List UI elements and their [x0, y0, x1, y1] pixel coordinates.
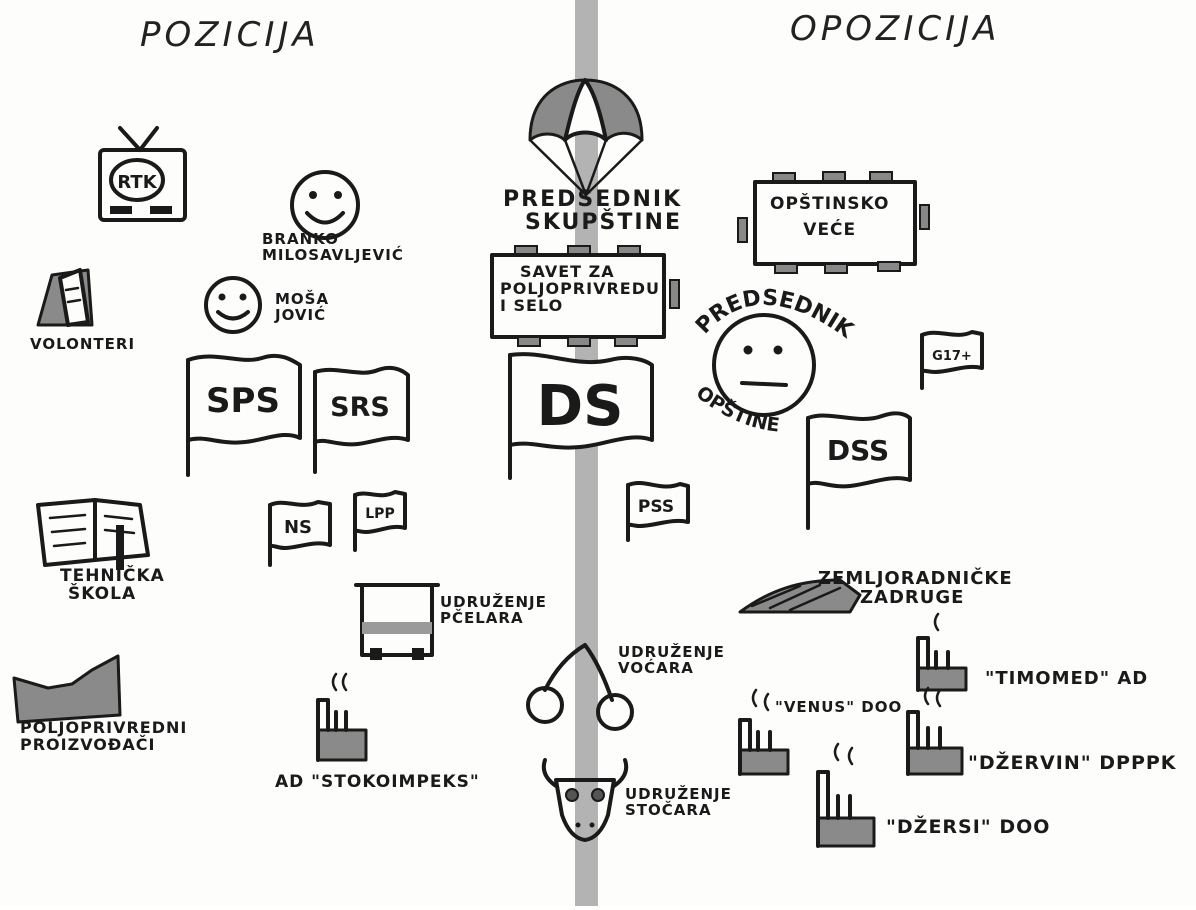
- field-icon: [738, 578, 862, 614]
- savet-line-1: SAVET ZA: [520, 262, 615, 281]
- dzervin-label: "DŽERVIN" DPPPK: [968, 752, 1177, 774]
- proizvodjaci-line-2: PROIZVOĐAČI: [20, 734, 156, 754]
- branko-line-2: MILOSAVLJEVIĆ: [262, 245, 404, 264]
- center-divider: [575, 0, 598, 906]
- factory-icon: [316, 672, 368, 762]
- bull-head-icon: [541, 758, 629, 842]
- venus-label: "VENUS" DOO: [775, 698, 903, 716]
- volonteri-label: VOLONTERI: [30, 335, 136, 353]
- flag-pss-label: PSS: [638, 497, 674, 517]
- proizvodjaci-label: POLJOPRIVREDNI PROIZVOĐAČI: [20, 718, 188, 754]
- predsednik-skupstine-line-2: SKUPŠTINE: [525, 210, 682, 236]
- dzersi-label: "DŽERSI" DOO: [886, 816, 1051, 838]
- timomed-label: "TIMOMED" AD: [985, 668, 1149, 689]
- tehnicka-skola-label: TEHNIČKA ŠKOLA: [60, 566, 165, 604]
- vocari-label: UDRUŽENJE VOĆARA: [618, 643, 725, 677]
- flag-icon: [626, 481, 690, 542]
- conference-table-icon: [737, 171, 930, 274]
- flag-icon: [806, 411, 912, 530]
- heading-pozicija: POZICIJA: [140, 15, 320, 55]
- mosa-line-1: MOŠA: [275, 290, 330, 308]
- savet-label: SAVET ZA POLJOPRIVREDU I SELO: [500, 262, 660, 315]
- neutral-face-icon: [712, 313, 816, 417]
- branko-name: BRANKO MILOSAVLJEVIĆ: [262, 230, 404, 264]
- field-icon: [12, 654, 122, 724]
- flag-lpp-label: LPP: [365, 506, 394, 522]
- beehive-icon: [354, 583, 440, 660]
- mosa-name: MOŠA JOVIĆ: [275, 290, 330, 324]
- flag-sps-label: SPS: [206, 381, 280, 421]
- flag-icon: [186, 353, 302, 477]
- heading-opozicija: OPOZICIJA: [790, 9, 1001, 49]
- flag-icon: [508, 352, 654, 480]
- savet-line-3: I SELO: [500, 295, 564, 315]
- branko-line-1: BRANKO: [262, 230, 339, 248]
- vocari-line-1: UDRUŽENJE: [618, 643, 725, 661]
- mosa-line-2: JOVIĆ: [275, 305, 327, 324]
- flag-icon: [920, 330, 984, 390]
- tehnicka-line-2: ŠKOLA: [68, 583, 137, 604]
- predsednik-skupstine-line-1: PREDSEDNIK: [503, 187, 683, 212]
- flag-icon: [268, 500, 332, 567]
- zadruge-line-2: ZADRUGE: [860, 586, 965, 608]
- flag-g17-label: G17+: [932, 349, 972, 364]
- opstinsko-vece-label: OPŠTINSKO VEĆE: [770, 194, 890, 240]
- flag-icon: [313, 365, 410, 474]
- open-book-icon: [36, 498, 150, 570]
- savet-line-2: POLJOPRIVREDU: [500, 278, 660, 298]
- factory-icon: [816, 742, 876, 848]
- vocari-line-2: VOĆARA: [618, 658, 694, 677]
- stocari-label: UDRUŽENJE STOČARA: [625, 785, 732, 819]
- opstine-arc-label: OPŠTINE: [692, 382, 781, 437]
- zadruge-line-1: ZEMLJORADNIČKE: [818, 568, 1013, 589]
- pcelari-label: UDRUŽENJE PČELARA: [440, 593, 547, 627]
- factory-icon: [738, 688, 790, 776]
- flag-ns-label: NS: [284, 517, 312, 538]
- flag-dss-label: DSS: [827, 434, 889, 467]
- factory-icon: [916, 612, 968, 692]
- stokoimpeks-label: AD "STOKOIMPEKS": [275, 772, 480, 792]
- opstinsko-vece-line-2: VEĆE: [803, 219, 857, 240]
- rtk-label: RTK: [117, 172, 157, 193]
- parachute-icon: [528, 78, 644, 197]
- flag-icon: [353, 490, 407, 552]
- cherries-icon: [526, 643, 634, 731]
- smiley-face-icon: [290, 170, 360, 240]
- pcelari-line-2: PČELARA: [440, 608, 524, 627]
- flag-srs-label: SRS: [330, 392, 390, 423]
- tv-icon: [98, 126, 187, 222]
- predsednik-skupstine-label: PREDSEDNIK SKUPŠTINE: [503, 188, 682, 234]
- stocari-line-1: UDRUŽENJE: [625, 785, 732, 803]
- stocari-line-2: STOČARA: [625, 800, 712, 819]
- zadruge-label: ZEMLJORADNIČKE ZADRUGE: [818, 568, 1013, 608]
- volunteer-banner-icon: [36, 268, 94, 327]
- flag-ds-label: DS: [537, 374, 624, 439]
- proizvodjaci-line-1: POLJOPRIVREDNI: [20, 718, 188, 737]
- opstinsko-vece-line-1: OPŠTINSKO: [770, 194, 890, 214]
- conference-table-icon: [490, 245, 680, 347]
- factory-icon: [906, 686, 964, 776]
- tehnicka-line-1: TEHNIČKA: [60, 566, 165, 586]
- pcelari-line-1: UDRUŽENJE: [440, 593, 547, 611]
- smiley-face-icon: [204, 276, 262, 334]
